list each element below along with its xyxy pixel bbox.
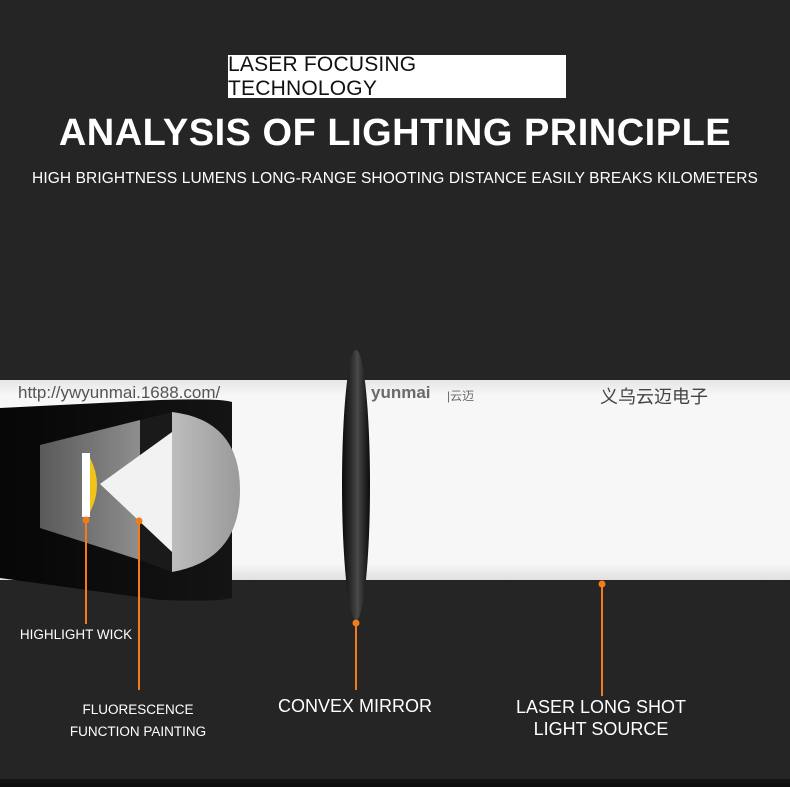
bottom-divider xyxy=(0,779,790,787)
label-fluorescence-line2: FUNCTION PAINTING xyxy=(69,724,207,739)
watermark-brand: yunmai xyxy=(371,383,431,402)
led-wick xyxy=(82,453,90,517)
watermark-brand-cn: |云迈 xyxy=(447,389,475,403)
label-laser-line1: LASER LONG SHOT xyxy=(515,697,687,717)
label-fluorescence-line1: FLUORESCENCE xyxy=(82,702,194,717)
page-title: ANALYSIS OF LIGHTING PRINCIPLE xyxy=(58,112,732,154)
watermark-url: http://ywyunmai.1688.com/ xyxy=(18,383,221,402)
flashlight-head xyxy=(0,399,240,601)
label-laser-source: LASER LONG SHOT LIGHT SOURCE xyxy=(500,696,702,740)
label-highlight-wick: HIGHLIGHT WICK xyxy=(19,627,133,642)
watermark-company: 义乌云迈电子 xyxy=(600,387,708,407)
page-subtitle: HIGH BRIGHTNESS LUMENS LONG-RANGE SHOOTI… xyxy=(32,170,758,187)
label-laser-line2: LIGHT SOURCE xyxy=(533,719,669,739)
label-fluorescence: FLUORESCENCE FUNCTION PAINTING xyxy=(55,699,221,743)
convex-mirror-lens xyxy=(342,350,370,620)
section-badge: LASER FOCUSING TECHNOLOGY xyxy=(228,53,566,100)
label-convex-mirror: CONVEX MIRROR xyxy=(277,696,432,716)
pointer-lines xyxy=(82,516,606,696)
